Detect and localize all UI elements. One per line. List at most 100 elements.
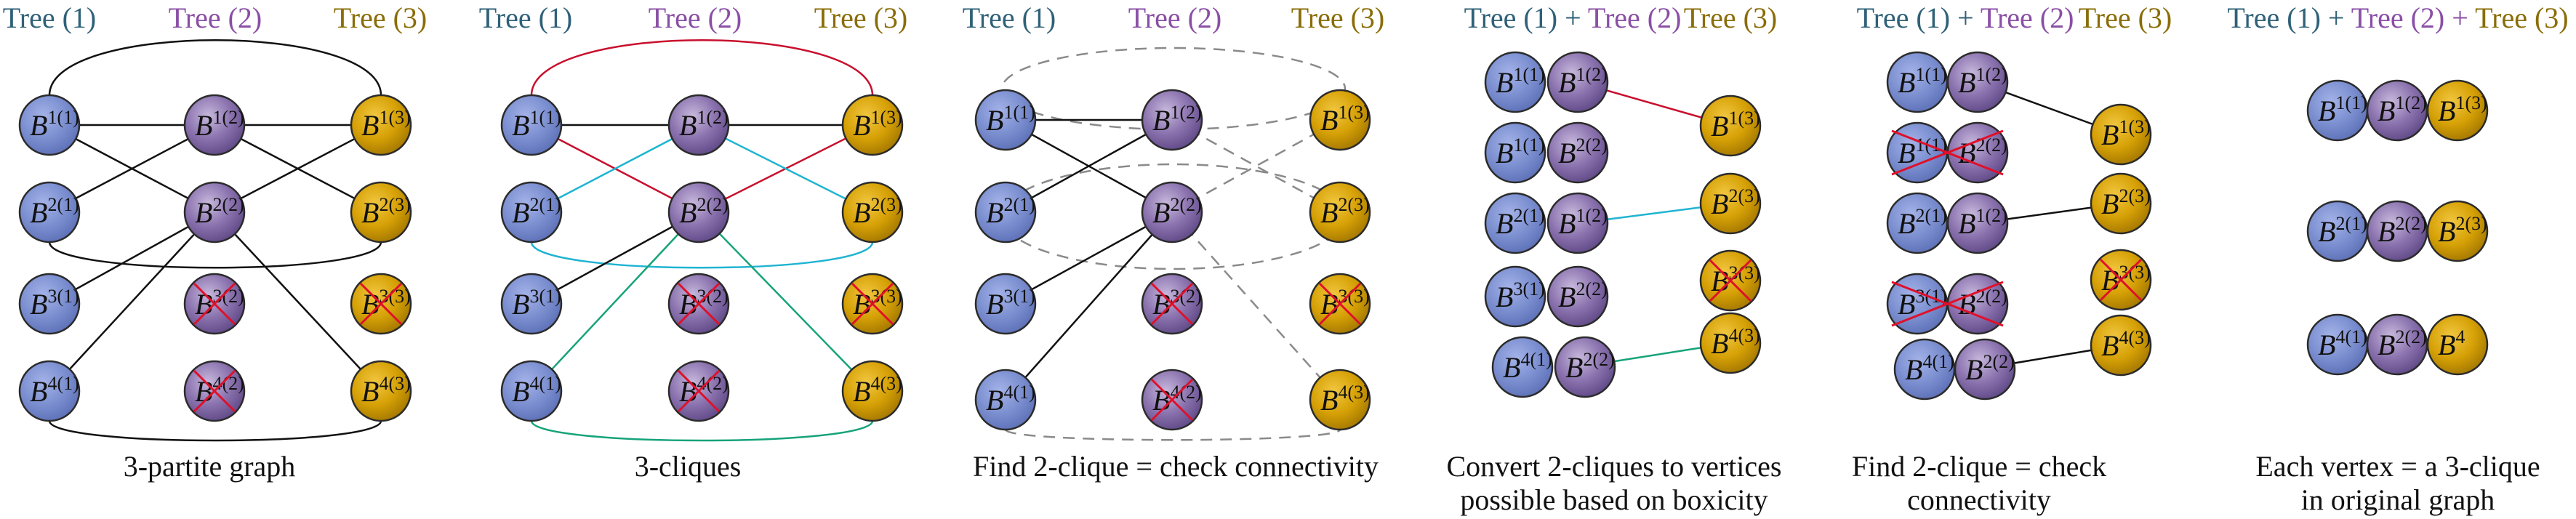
node-label: B1(2) [1558, 205, 1608, 240]
node-label: B2(2) [1152, 194, 1202, 229]
node-letter: B [1320, 104, 1338, 137]
node-circle [1491, 336, 1554, 398]
panel-find-2-clique-connectivity: Tree (1) + Tree (2)Tree (3)B1(1)B1(2)B1(… [1852, 1, 2172, 516]
node-b31: B3(1) [18, 273, 81, 335]
node-superscript: 2(1) [47, 194, 79, 215]
node-letter: B [2378, 215, 2395, 248]
node-superscript: 2(3) [870, 194, 902, 215]
tree1-plus-tree2-header: Tree (1) + Tree (2) [1857, 1, 2074, 34]
node-superscript: 4 [2455, 326, 2465, 347]
cross-mark [1150, 282, 1194, 326]
cross-mark [193, 282, 236, 326]
node-label: B1(1) [2318, 92, 2367, 127]
node-b23: B2(3) [1309, 181, 1371, 244]
node-b22: B2(2) [1554, 336, 1616, 398]
node-superscript: 2(3) [1728, 185, 1760, 206]
node-superscript: 4(1) [1520, 349, 1552, 370]
node-b22: B2(2) [1546, 121, 1609, 184]
node-label: B2(2) [1558, 278, 1608, 313]
node-circle [1141, 181, 1203, 244]
node-label: B2(3) [853, 194, 902, 229]
node-superscript: 1(1) [1003, 102, 1035, 123]
node-label: B2(1) [512, 194, 561, 229]
node-superscript: 1(3) [870, 107, 902, 128]
header-part: Tree (2) [1588, 1, 1682, 34]
node-b21: B2(1) [2306, 200, 2369, 262]
panel-3-cliques: Tree (1)Tree (2)Tree (3)B1(1)B2(1)B3(1)B… [479, 1, 908, 483]
node-letter: B [853, 196, 870, 229]
node-letter: B [361, 375, 379, 408]
node-letter: B [986, 104, 1003, 137]
node-label: B3(3) [853, 286, 902, 321]
panel-caption: Each vertex = a 3-clique [2255, 450, 2540, 483]
node-superscript: 1(3) [1338, 102, 1369, 123]
node-circle [2426, 200, 2489, 262]
tree3-header: Tree (3) [1291, 1, 1385, 34]
node-label: B1(2) [1558, 64, 1608, 99]
node-letter: B [679, 109, 697, 142]
node-superscript: 1(2) [1170, 102, 1201, 123]
node-superscript: 4(3) [870, 373, 902, 394]
edge [1171, 118, 1341, 214]
node-letter: B [1503, 351, 1520, 384]
node-b11: B1(1) [500, 94, 563, 156]
tree2-header: Tree (2) [649, 1, 742, 34]
node-letter: B [2378, 329, 2395, 361]
node-b13: B1(3) [2426, 79, 2489, 142]
node-label: B1(1) [986, 102, 1035, 137]
tree3-header: Tree (3) [334, 1, 428, 34]
node-b31: B3(1) [974, 273, 1037, 335]
node-letter: B [986, 196, 1003, 229]
node-superscript: 3(1) [1915, 286, 1946, 307]
node-label: B3(1) [986, 286, 1035, 321]
node-circle [841, 94, 904, 156]
node-circle [1546, 192, 1609, 254]
node-label: B4(3) [361, 373, 411, 408]
cross-mark [677, 282, 721, 326]
node-label: B2(3) [2438, 213, 2487, 248]
node-letter: B [2438, 94, 2455, 127]
node-letter: B [361, 109, 379, 142]
node-letter: B [1965, 353, 1983, 386]
node-b41: B4(1) [974, 369, 1037, 431]
header-part: Tree (1) [1464, 1, 1558, 34]
node-b41: B4(1) [18, 360, 81, 422]
node-letter: B [361, 196, 379, 229]
node-circle [1554, 336, 1616, 398]
node-b41: B4(1) [1893, 338, 1956, 401]
node-b32: B3(2) [183, 273, 246, 335]
node-b21: B2(1) [1886, 192, 1949, 254]
node-circle [350, 181, 412, 244]
node-letter: B [30, 196, 47, 229]
node-letter: B [1898, 66, 1915, 99]
node-letter: B [1958, 66, 1975, 99]
node-circle [18, 181, 81, 244]
node-b32: B3(2) [667, 273, 730, 335]
node-b43: B4(3) [2090, 314, 2152, 377]
node-label: B4(1) [30, 373, 79, 408]
node-label: B4(3) [2101, 327, 2151, 362]
header-part: + [2444, 1, 2475, 34]
node-circle [667, 94, 730, 156]
node-letter: B [30, 375, 47, 408]
node-letter: B [2378, 94, 2395, 127]
header-part: + [1557, 1, 1588, 34]
node-b32: B3(2) [1141, 273, 1203, 335]
node-superscript: 4(1) [1922, 351, 1954, 372]
node-superscript: 2(3) [1338, 194, 1369, 215]
node-superscript: 2(2) [2395, 213, 2426, 234]
edge [49, 124, 215, 214]
node-circle [974, 89, 1037, 151]
node-circle [1484, 51, 1546, 113]
node-circle [1484, 192, 1546, 254]
node-letter: B [1496, 137, 1513, 169]
node-superscript: 2(1) [1513, 205, 1544, 226]
node-b12: B1(2) [1546, 192, 1609, 254]
node-letter: B [1558, 66, 1576, 99]
node-b41: B4(1) [1491, 336, 1554, 398]
node-letter: B [2318, 94, 2335, 127]
tree3-header: Tree (3) [2079, 1, 2172, 34]
node-letter: B [2101, 188, 2119, 220]
node-b43: B4(3) [1699, 312, 1762, 374]
